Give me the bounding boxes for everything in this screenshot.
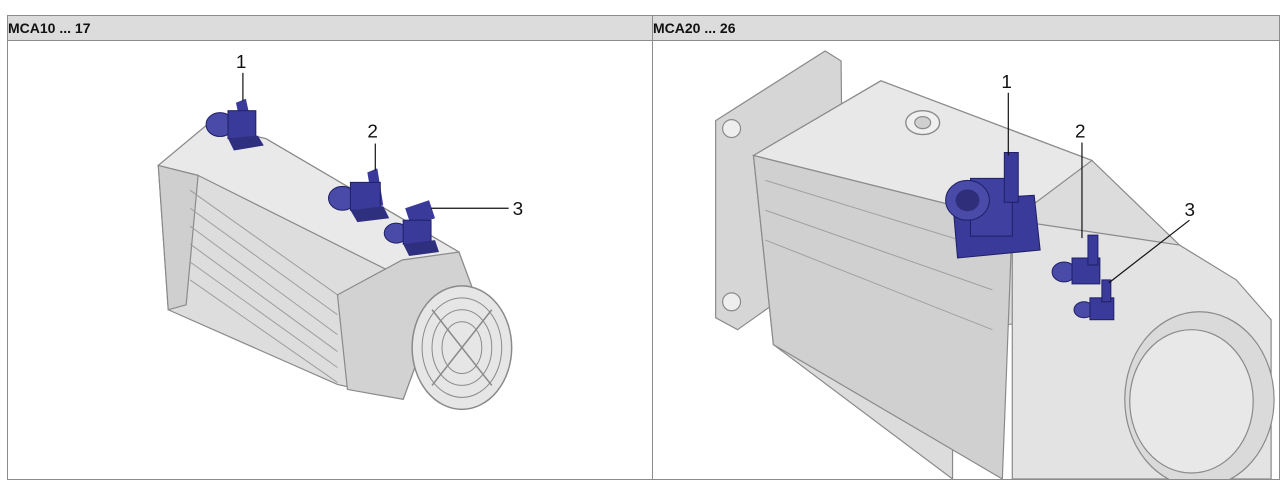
callout-1: 1 — [1001, 72, 1012, 93]
mca20-motor-illustration: 1 2 3 — [715, 50, 1275, 479]
table-header-row: MCA10 ... 17 MCA20 ... 26 — [7, 15, 1280, 41]
connector-2 — [1051, 234, 1101, 285]
callout-2: 2 — [1075, 122, 1086, 143]
header-mca10-17: MCA10 ... 17 — [7, 15, 653, 41]
connector-1 — [205, 98, 264, 151]
motor-connector-table: MCA10 ... 17 MCA20 ... 26 — [7, 15, 1280, 480]
header-mca20-26: MCA20 ... 26 — [652, 15, 1280, 41]
connector-3 — [1073, 279, 1115, 321]
callout-2: 2 — [367, 122, 378, 143]
cell-mca20-26-image: 1 2 3 — [652, 40, 1280, 480]
connector-3 — [383, 200, 440, 257]
mca10-motor-illustration: 1 2 3 — [156, 52, 524, 411]
callout-1: 1 — [236, 52, 247, 73]
fan-guard — [411, 285, 513, 411]
connector-1 — [945, 151, 1041, 259]
motor-body — [156, 124, 476, 401]
rear-housing — [1011, 219, 1275, 479]
figure-caption — [0, 0, 1285, 16]
connector-2 — [328, 168, 390, 223]
motor-body — [751, 80, 1181, 479]
callout-3: 3 — [1185, 200, 1196, 221]
table-image-row: 1 2 3 — [7, 40, 1280, 480]
cell-mca10-17-image: 1 2 3 — [7, 40, 653, 480]
callout-3: 3 — [513, 199, 524, 220]
